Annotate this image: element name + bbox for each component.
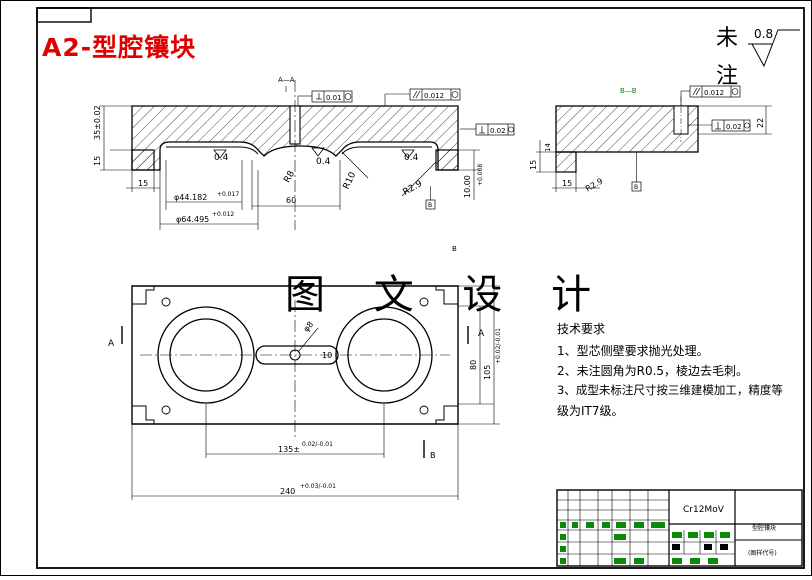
tech-item-2: 2、未注圆角为R0.5，棱边去毛刺。 (557, 364, 749, 378)
dim-h15: 15 (93, 156, 102, 166)
pin-hole-br (419, 405, 429, 415)
corner-bl (131, 405, 155, 424)
material-label: Cr12MoV (683, 505, 725, 515)
d8-leader (297, 327, 319, 353)
side-dim-h14: 14 (544, 143, 552, 152)
tech-item-1: 1、型芯侧壁要求抛光处理。 (557, 344, 709, 358)
plan-d10: 10 (322, 351, 332, 360)
r10-label: R10 (342, 171, 359, 192)
side-dim-h15: 15 (529, 160, 538, 170)
a-right-label: A (478, 329, 485, 339)
corner-box (36, 7, 92, 23)
roughness-mark-1 (213, 149, 227, 159)
tol-frame-flat: 0.01 (297, 90, 353, 106)
side-step (555, 151, 577, 173)
pin-hole-tl (161, 297, 171, 307)
dim-d64-tol: +0.012 (212, 211, 234, 218)
side-section-view: B—B 0.012 0.02 (529, 85, 772, 194)
inner-curve-right (341, 146, 432, 155)
side-dim-w15: 15 (562, 179, 572, 188)
tol-perp-b-value: 0.02 (726, 123, 742, 131)
r04c-label: 0.4 (404, 153, 419, 163)
pin-hole-tr (419, 297, 429, 307)
title-block: Cr12MoV 型腔镶块 (图样代号) (556, 489, 803, 567)
plan-w240: 240 (280, 487, 295, 496)
part-name-label: 型腔镶块 (752, 524, 776, 532)
tech-item-3: 3、成型未标注尺寸按三维建模加工，精度等 (557, 383, 783, 397)
dim-h10-tol: +0.008 (477, 164, 484, 186)
tech-item-4: 级为IT7级。 (557, 404, 624, 418)
dim-d44: φ44.182 (174, 193, 207, 202)
dim-h10: 10.00 (463, 175, 472, 198)
b-marker-top: B (452, 245, 457, 253)
datum-front-label: B (428, 202, 432, 209)
tol-frame-parallel: 0.012 (384, 88, 461, 106)
plan-h105: 105 (483, 365, 492, 380)
r04a-label: 0.4 (214, 153, 229, 163)
r04b-label: 0.4 (316, 157, 331, 167)
plan-h105-tol: +0.02/-0.01 (495, 328, 502, 364)
tol-frame-perp-b: 0.02 (688, 119, 751, 132)
plan-view: B φ8 10 A A B (108, 245, 502, 500)
roughness-symbol: 0.8 (748, 27, 800, 68)
tol-frame-parallel-b: 0.012 (680, 85, 741, 106)
dim-w15: 15 (138, 179, 148, 188)
dim-d44-tol: +0.017 (217, 191, 239, 198)
drawing-title: A2-型腔镶块 (42, 33, 197, 62)
section-aa-label: A—A (278, 76, 295, 84)
r29-label: R2.9 (401, 179, 424, 198)
tol-perp-value: 0.02 (490, 127, 506, 135)
left-step (131, 149, 155, 171)
plan-w135-tol: 0.02/-0.01 (302, 441, 333, 448)
roughness-value: 0.8 (754, 27, 773, 41)
tech-heading: 技术要求 (557, 322, 606, 336)
plan-w240-tol: +0.03/-0.01 (300, 483, 336, 490)
b-bottom-label: B (430, 451, 436, 460)
inner-border (36, 7, 805, 569)
roughness-mark-3 (401, 149, 415, 159)
side-dim-h22: 22 (756, 118, 765, 128)
tol-parallel-b-value: 0.012 (704, 89, 724, 97)
roughness-mark-2 (311, 147, 325, 157)
datum-side-label: B (634, 184, 638, 191)
section-bb-label: B—B (620, 87, 637, 95)
right-step (435, 149, 459, 171)
corner-br (435, 405, 459, 424)
roughness-note-line2: 注 (716, 64, 739, 89)
roughness-note-line1: 未 (716, 26, 739, 51)
tol-flat-value: 0.01 (326, 94, 342, 102)
corner-tl (131, 286, 155, 305)
watermark: 图 文 设 计 (285, 272, 610, 318)
plan-h80: 80 (469, 360, 478, 370)
r10-leader (341, 151, 369, 179)
corner-tr (435, 286, 459, 305)
tol-frame-perp: 0.02 (460, 123, 515, 136)
r29-leader (401, 161, 437, 197)
plan-d8: φ8 (302, 320, 316, 334)
pin-hole-bl (161, 405, 171, 415)
cavity-left-outer (157, 306, 255, 404)
dim-w60: 60 (286, 196, 296, 205)
side-dim-r29: R2.9 (584, 177, 604, 194)
front-section-view: 0.4 0.4 0.4 R8 R10 R2.9 A—A 0.01 (93, 76, 515, 230)
a-left-label: A (108, 339, 115, 349)
inner-curve-left (166, 146, 259, 155)
dim-d64: φ64.495 (176, 215, 209, 224)
dim-h35: 35±0.02 (93, 105, 102, 140)
plan-w135: 135± (278, 445, 300, 454)
tol-parallel-value: 0.012 (424, 92, 444, 100)
drawing-no-label: (图样代号) (748, 549, 777, 557)
